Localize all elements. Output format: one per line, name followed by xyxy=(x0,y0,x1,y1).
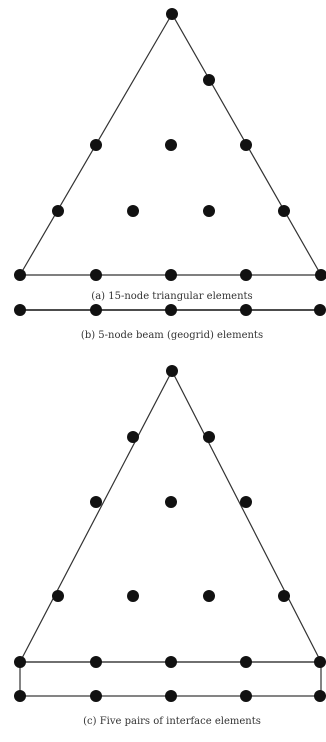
node xyxy=(127,205,139,217)
node xyxy=(240,269,252,281)
node xyxy=(240,656,252,668)
node xyxy=(90,656,102,668)
node xyxy=(14,656,26,668)
node xyxy=(315,269,326,281)
node xyxy=(166,8,178,20)
node xyxy=(127,431,139,443)
node xyxy=(166,365,178,377)
node xyxy=(52,590,64,602)
node xyxy=(90,690,102,702)
node xyxy=(240,496,252,508)
node xyxy=(14,269,26,281)
node xyxy=(314,656,326,668)
node xyxy=(14,304,26,316)
node xyxy=(240,304,252,316)
node xyxy=(240,690,252,702)
node xyxy=(314,304,326,316)
node xyxy=(165,269,177,281)
node xyxy=(165,656,177,668)
triangle-a-nodes xyxy=(14,8,326,281)
node xyxy=(90,304,102,316)
node xyxy=(203,590,215,602)
node xyxy=(278,205,290,217)
node xyxy=(203,431,215,443)
node xyxy=(203,205,215,217)
beam-element-b: (b) 5-node beam (geogrid) elements xyxy=(14,304,326,341)
node xyxy=(165,496,177,508)
interface-upper-nodes xyxy=(14,656,326,668)
node xyxy=(203,74,215,86)
node xyxy=(314,690,326,702)
node xyxy=(278,590,290,602)
node xyxy=(165,139,177,151)
node xyxy=(90,269,102,281)
caption-a: (a) 15-node triangular elements xyxy=(91,291,252,302)
caption-c: (c) Five pairs of interface elements xyxy=(83,716,261,727)
node xyxy=(127,590,139,602)
node xyxy=(90,139,102,151)
interface-lower-nodes xyxy=(14,690,326,702)
triangle-element-a: (a) 15-node triangular elements xyxy=(14,8,326,302)
interface-element-c: (c) Five pairs of interface elements xyxy=(14,365,326,727)
node xyxy=(240,139,252,151)
node xyxy=(165,690,177,702)
node xyxy=(14,690,26,702)
beam-nodes xyxy=(14,304,326,316)
triangle-c-outline xyxy=(19,369,322,663)
node xyxy=(90,496,102,508)
node xyxy=(52,205,64,217)
triangle-c-nodes xyxy=(52,365,290,602)
node xyxy=(165,304,177,316)
caption-b: (b) 5-node beam (geogrid) elements xyxy=(81,330,263,341)
